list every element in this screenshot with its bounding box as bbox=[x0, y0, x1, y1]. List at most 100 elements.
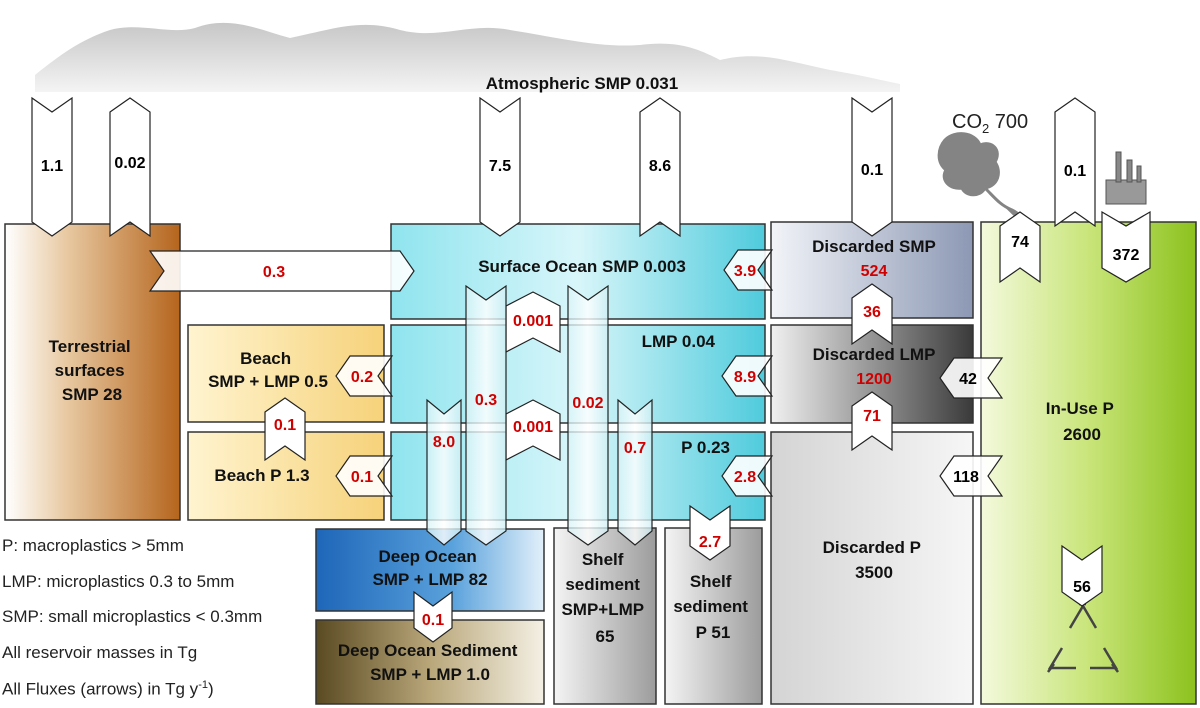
disc-p-to-ocean-label: 2.8 bbox=[734, 469, 756, 486]
ocean-to-beach-p-arrow bbox=[335, 455, 394, 497]
surface-to-shelf-a-label: 0.02 bbox=[572, 395, 603, 412]
p-to-lmp-label: 0.001 bbox=[513, 419, 553, 436]
atmosphere-cloud bbox=[35, 22, 900, 92]
inuse-to-disc-p-arrow bbox=[939, 455, 1004, 497]
inuse-to-co2-arrow bbox=[999, 211, 1041, 284]
discarded-p-line1: Discarded P bbox=[823, 538, 921, 557]
atm-terr-down-label: 1.1 bbox=[41, 158, 63, 175]
shelf-p-line1: Shelf bbox=[690, 572, 732, 591]
surface-to-deep-b-arrow bbox=[465, 284, 507, 546]
shelf-smp-line3: SMP+LMP bbox=[561, 600, 643, 619]
discarded-p-line2: 3500 bbox=[855, 563, 893, 582]
deep-to-sediment-arrow bbox=[413, 590, 453, 643]
discarded-smp-label: Discarded SMP bbox=[812, 237, 936, 256]
surface-smp-label: Surface Ocean SMP 0.003 bbox=[478, 257, 686, 276]
legend-masses: All reservoir masses in Tg bbox=[2, 643, 198, 662]
co2-label: CO2 700 bbox=[952, 111, 1028, 136]
terr-to-ocean-arrow bbox=[148, 250, 415, 292]
beach-p-to-smp-arrow bbox=[264, 397, 306, 462]
disc-p-to-lmp-label: 71 bbox=[863, 408, 881, 425]
inuse-to-co2-label: 74 bbox=[1011, 234, 1029, 251]
svg-text:Shelf sediment SMP+LMP: Shelf sediment SMP+LMP 65 bbox=[561, 550, 648, 646]
svg-text:Deep Ocean Sediment SMP +: Deep Ocean Sediment SMP + LMP 1.0 bbox=[338, 641, 522, 684]
smoke-icon bbox=[937, 132, 1024, 225]
atm-ocean-down-label: 7.5 bbox=[489, 158, 511, 175]
atm-terr-up-arrow bbox=[109, 97, 151, 238]
inuse-to-disc-lmp-label: 42 bbox=[959, 371, 977, 388]
disc-lmp-to-ocean-arrow bbox=[721, 355, 774, 397]
terrestrial-box bbox=[4, 223, 181, 521]
legend-lmp: LMP: microplastics 0.3 to 5mm bbox=[2, 572, 235, 591]
discarded-p-box bbox=[770, 431, 974, 705]
shelf-smp-box bbox=[553, 527, 657, 705]
discarded-lmp-label: Discarded LMP bbox=[813, 345, 936, 364]
shelf-p-line2: sediment bbox=[673, 597, 748, 616]
terrestrial-line1: Terrestrial bbox=[49, 337, 131, 356]
surface-p-to-shelf-p-label: 2.7 bbox=[699, 534, 721, 551]
svg-text:Deep Ocean SMP + LMP 82: Deep Ocean SMP + LMP 82 bbox=[372, 547, 487, 589]
surface-to-deep-a-label: 8.0 bbox=[433, 434, 455, 451]
inuse-box bbox=[980, 221, 1197, 705]
atmosphere-label: Atmospheric SMP 0.031 bbox=[486, 74, 678, 93]
surface-to-shelf-a-arrow bbox=[567, 284, 609, 546]
atm-disc-down-arrow bbox=[851, 96, 893, 237]
inuse-to-disc-p-label: 118 bbox=[953, 469, 979, 486]
disc-smp-to-ocean-arrow bbox=[723, 249, 774, 291]
svg-text:Shelf sediment P 51: Shelf sediment P 51 bbox=[673, 572, 752, 642]
legend-smp: SMP: small microplastics < 0.3mm bbox=[2, 607, 263, 626]
ocean-to-beach-p-label: 0.1 bbox=[351, 469, 373, 486]
atm-ocean-up-label: 8.6 bbox=[649, 158, 671, 175]
flux-arrows: 1.1 0.02 7.5 8.6 0.1 0.1 0.3 3.9 8.9 2.8 0.2 0.1 0.1… bbox=[31, 96, 1151, 643]
atm-disc-down-label: 0.1 bbox=[861, 162, 883, 179]
terr-to-ocean-label: 0.3 bbox=[263, 264, 285, 281]
disc-p-to-ocean-arrow bbox=[721, 455, 774, 497]
svg-text:In-Use P 2600: In-Use P 2600 bbox=[1046, 399, 1118, 444]
svg-text:Beach SMP + LMP 0.5: Beach SMP + LMP 0.5 bbox=[208, 349, 328, 391]
atm-ocean-up-arrow bbox=[639, 97, 681, 238]
beach-p-to-smp-label: 0.1 bbox=[274, 417, 296, 434]
atm-inuse-down-arrow bbox=[1054, 97, 1096, 228]
legend-p: P: macroplastics > 5mm bbox=[2, 536, 184, 555]
surface-to-shelf-b-label: 0.7 bbox=[624, 440, 646, 457]
atm-ocean-down-arrow bbox=[479, 96, 521, 237]
svg-text:Terrestrial surfaces S: Terrestrial surfaces SMP 28 bbox=[49, 337, 136, 404]
ocean-to-beach-smp-label: 0.2 bbox=[351, 369, 373, 386]
shelf-smp-line4: 65 bbox=[596, 627, 615, 646]
deep-to-sediment-label: 0.1 bbox=[422, 612, 444, 629]
deep-ocean-line2: SMP + LMP 82 bbox=[372, 570, 487, 589]
inuse-line1: In-Use P bbox=[1046, 399, 1114, 418]
deep-ocean-line1: Deep Ocean bbox=[379, 547, 477, 566]
atm-terr-up-label: 0.02 bbox=[114, 155, 145, 172]
deep-ocean-box bbox=[315, 528, 545, 612]
disc-lmp-to-smp-label: 36 bbox=[863, 304, 881, 321]
recycle-arrow bbox=[1061, 544, 1103, 607]
discarded-smp-value: 524 bbox=[861, 263, 888, 280]
factory-icon bbox=[1105, 151, 1147, 205]
inuse-line2: 2600 bbox=[1063, 425, 1101, 444]
atm-inuse-down-label: 0.1 bbox=[1064, 163, 1086, 180]
surface-lmp-label: LMP 0.04 bbox=[642, 332, 716, 351]
surface-to-deep-b-label: 0.3 bbox=[475, 392, 497, 409]
surface-p-label: P 0.23 bbox=[681, 438, 730, 457]
disc-smp-to-ocean-label: 3.9 bbox=[734, 263, 756, 280]
surface-to-shelf-b-arrow bbox=[617, 398, 653, 546]
inuse-to-disc-lmp-arrow bbox=[939, 357, 1004, 399]
shelf-p-line3: P 51 bbox=[696, 623, 731, 642]
surface-to-deep-a-arrow bbox=[426, 398, 462, 546]
deep-sediment-line2: SMP + LMP 1.0 bbox=[370, 665, 490, 684]
beach-smp-line1: Beach bbox=[240, 349, 291, 368]
disc-lmp-to-ocean-label: 8.9 bbox=[734, 369, 756, 386]
shelf-smp-line1: Shelf bbox=[582, 550, 624, 569]
lmp-to-smp-label: 0.001 bbox=[513, 313, 553, 330]
terrestrial-line2: surfaces bbox=[55, 361, 125, 380]
terrestrial-line3: SMP 28 bbox=[62, 385, 122, 404]
legend-fluxes: All Fluxes (arrows) in Tg y-1) bbox=[2, 679, 214, 699]
recycle-label: 56 bbox=[1073, 579, 1091, 596]
beach-smp-line2: SMP + LMP 0.5 bbox=[208, 372, 328, 391]
disc-p-to-lmp-arrow bbox=[851, 391, 893, 452]
surface-p-to-shelf-p-arrow bbox=[689, 504, 731, 561]
industry-to-inuse-arrow bbox=[1101, 210, 1151, 283]
atm-terr-down-arrow bbox=[31, 96, 73, 237]
